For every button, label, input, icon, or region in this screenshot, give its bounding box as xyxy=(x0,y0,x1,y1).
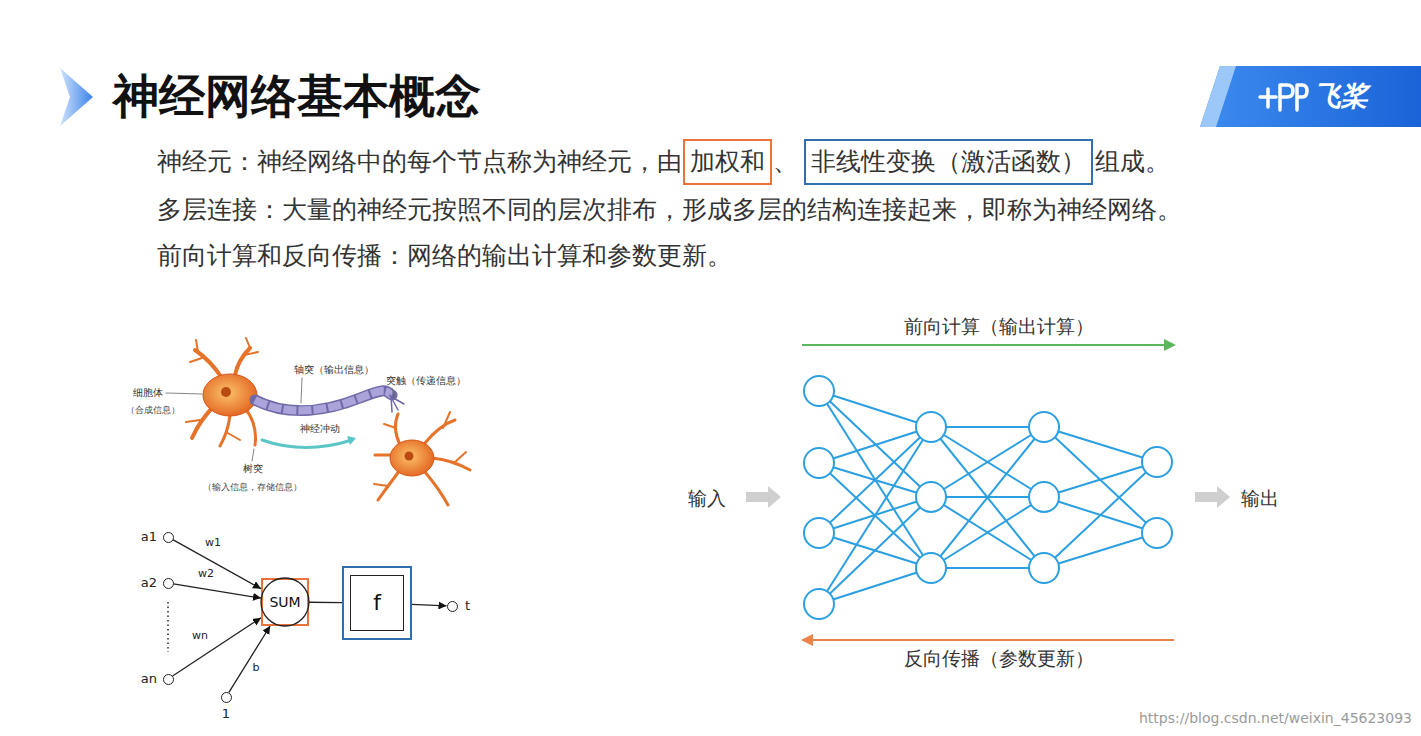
output-dot: t xyxy=(447,601,458,612)
sum-circle-outline xyxy=(261,578,309,626)
body-text: 组成。 xyxy=(1095,147,1170,177)
arrow-caption: 反向传播（参数更新） xyxy=(904,647,1094,670)
arrow-caption: 前向计算（输出计算） xyxy=(904,315,1094,338)
watermark: https://blog.csdn.net/weixin_45623093 xyxy=(1139,710,1412,727)
io-label: 输入 xyxy=(688,487,726,510)
network-illustration xyxy=(746,339,1230,646)
slide-title: 神经网络基本概念 xyxy=(113,69,481,124)
body-text: 多层连接：大量的神经元按照不同的层次排布，形成多层的结构连接起来，即称为神经网络… xyxy=(157,195,1182,225)
activation-label: f xyxy=(373,590,381,616)
weight-label: b xyxy=(252,661,261,674)
body-text: 、 xyxy=(773,147,798,177)
logo-shape xyxy=(1200,66,1421,127)
logo-band: 飞桨 xyxy=(1200,66,1421,127)
connector xyxy=(412,604,447,605)
dot-label: t xyxy=(465,598,470,614)
bias-dot: 1 xyxy=(221,692,232,703)
perceptron-ellipsis xyxy=(167,602,169,652)
io-label: 输出 xyxy=(1241,487,1279,510)
logo-band-fill xyxy=(1200,66,1421,127)
highlight-text: 加权和 xyxy=(690,147,765,177)
body-text: 前向计算和反向传播：网络的输出计算和参数更新。 xyxy=(157,241,732,271)
input-dot: a1 xyxy=(163,532,174,543)
input-dot: a2 xyxy=(163,578,174,589)
activation-box: f xyxy=(342,566,412,640)
connector xyxy=(229,626,270,692)
dot-label: 1 xyxy=(222,706,230,722)
body-text: 神经元：神经网络中的每个节点称为神经元，由 xyxy=(157,147,682,177)
connector xyxy=(173,618,261,676)
weight-label: wn xyxy=(191,629,209,642)
highlight-box: 非线性变换（激活函数） xyxy=(804,139,1093,185)
logo-stripe xyxy=(1200,66,1236,127)
neuron-illustration xyxy=(166,338,470,505)
neuron-label: 神经冲动 xyxy=(300,423,340,435)
sum-node: SUM xyxy=(261,578,309,626)
logo-icon xyxy=(1260,85,1307,110)
neuron-label: 轴突（输出信息） xyxy=(294,364,374,376)
dot-label: an xyxy=(141,671,157,687)
connector xyxy=(173,584,261,598)
dot-label: a1 xyxy=(141,529,157,545)
title-chevron xyxy=(60,68,93,126)
neuron-label: （输入信息，存储信息） xyxy=(203,482,302,493)
highlight-text: 非线性变换（激活函数） xyxy=(811,147,1086,177)
input-dot: an xyxy=(163,674,174,685)
dot-label: a2 xyxy=(141,575,157,591)
connector xyxy=(309,602,342,604)
neuron-label: 细胞体 xyxy=(133,387,163,399)
weight-label: w1 xyxy=(204,536,222,549)
neuron-label: （合成信息） xyxy=(126,405,180,416)
sum-label: SUM xyxy=(269,594,300,611)
neuron-label: 突触（传递信息） xyxy=(386,375,466,387)
highlight-box: 加权和 xyxy=(683,139,772,185)
weight-label: w2 xyxy=(197,567,215,580)
neuron-label: 树突 xyxy=(243,463,263,475)
logo-text: 飞桨 xyxy=(1314,80,1368,112)
